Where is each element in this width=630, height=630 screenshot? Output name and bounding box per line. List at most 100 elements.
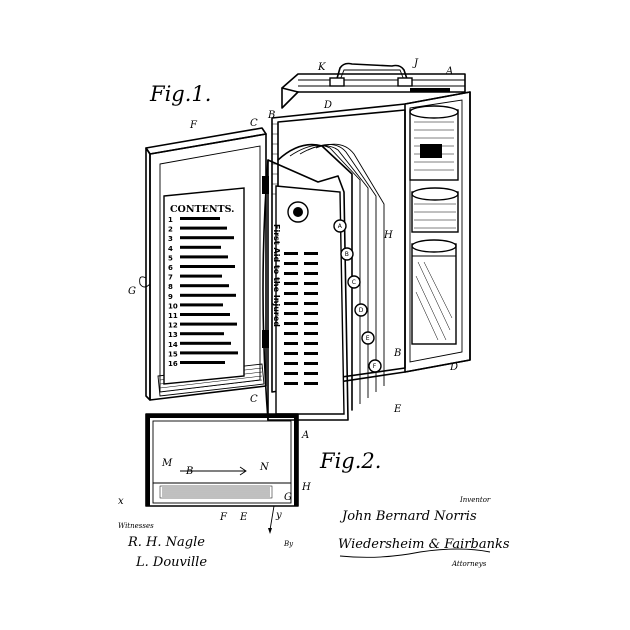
contents-item-number: 9: [168, 293, 173, 301]
book-text-line: [304, 382, 318, 385]
contents-item-number: 7: [168, 274, 173, 282]
book-text-line: [284, 382, 298, 385]
book-text-line: [304, 332, 318, 335]
contents-item-number: 11: [168, 312, 178, 320]
ref-C-top: C: [250, 118, 258, 129]
ref-N: N: [259, 462, 270, 473]
contents-item-text-line: [180, 293, 236, 297]
contents-item-number: 12: [168, 322, 178, 330]
book-text-line: [304, 322, 318, 325]
contents-item-text-line: [180, 255, 228, 259]
book-text-line: [304, 302, 318, 305]
book-text-line: [284, 292, 298, 295]
contents-item-number: 5: [168, 254, 173, 262]
book-tab: [340, 247, 354, 261]
ref-A-fig2: A: [301, 430, 309, 441]
book-text-line: [304, 262, 318, 265]
contents-item-text-line: [180, 236, 234, 240]
contents-item-text-line: [180, 265, 235, 268]
book-text-line: [284, 342, 298, 345]
inventor-label: Inventor: [459, 496, 491, 504]
book-text-line: [284, 362, 298, 365]
attorneys-signature: Wiedersheim & Fairbanks: [338, 537, 510, 552]
contents-item-text-line: [180, 303, 223, 307]
contents-item-number: 4: [168, 245, 173, 253]
book-text-line: [304, 252, 318, 255]
ref-B-spool: B: [393, 348, 401, 359]
ref-G-fig2: G: [284, 492, 292, 503]
book-tab-letter: F: [373, 363, 377, 370]
book-tab-letter: D: [359, 307, 364, 314]
case-body: [271, 62, 471, 393]
witness-1-signature: R. H. Nagle: [127, 535, 205, 550]
book-text-line: [304, 362, 318, 365]
bandage-spools: [409, 105, 459, 345]
book-text-line: [304, 272, 318, 275]
contents-item-text-line: [180, 274, 222, 278]
book-text-line: [284, 332, 298, 335]
ref-C-bottom: C: [250, 394, 258, 405]
contents-item-number: 2: [168, 226, 173, 234]
attorneys-label: Attorneys: [451, 560, 487, 568]
contents-item-text-line: [180, 226, 227, 230]
contents-item-number: 13: [168, 331, 178, 339]
contents-item-text-line: [180, 245, 221, 249]
book-text-line: [284, 252, 298, 255]
book-text-line: [304, 292, 318, 295]
contents-item-text-line: [180, 217, 220, 220]
book-tab: [368, 359, 382, 373]
ref-M: M: [161, 458, 173, 469]
contents-item-text-line: [180, 284, 229, 288]
contents-heading: CONTENTS.: [170, 204, 234, 215]
fig2-label: Fig.2.: [319, 449, 381, 473]
ref-y: y: [275, 510, 282, 521]
book-text-line: [304, 372, 318, 375]
book-tab: [347, 275, 361, 289]
ref-F-door: F: [189, 120, 198, 131]
contents-item-text-line: [180, 313, 230, 316]
contents-item-number: 6: [168, 264, 173, 272]
contents-item-number: 1: [168, 216, 173, 224]
ref-D-top: D: [323, 100, 332, 111]
book-tab-letter: A: [338, 223, 343, 230]
contents-item-number: 15: [168, 350, 178, 358]
contents-item-text-line: [180, 322, 237, 326]
ref-H-spools: H: [383, 230, 393, 241]
book-tab-letter: C: [352, 279, 356, 286]
ref-F-fig2: F: [219, 512, 228, 523]
book-text-line: [304, 282, 318, 285]
reference-letters: A J K D B C F G H B D C E A M B N H G F …: [118, 58, 458, 523]
book-text-line: [284, 312, 298, 315]
book-text-line: [284, 352, 298, 355]
book-tab: [333, 219, 347, 233]
book-tab: [354, 303, 368, 317]
book-title: First Aid to the Injured: [272, 224, 281, 327]
book-text-line: [284, 282, 298, 285]
ref-J: J: [412, 58, 419, 69]
ref-E-fig2: E: [239, 512, 248, 523]
book-text-line: [284, 262, 298, 265]
ref-K: K: [317, 62, 326, 73]
contents-item-number: 3: [168, 235, 173, 243]
contents-item-number: 16: [168, 360, 178, 368]
ref-D-bottom: D: [449, 362, 458, 373]
ref-E-book: E: [393, 404, 402, 415]
contents-item-text-line: [180, 341, 231, 345]
book-text-line: [284, 322, 298, 325]
book-text-line: [304, 352, 318, 355]
fig2-section: [145, 413, 299, 534]
by-label: By: [283, 540, 294, 548]
contents-item-number: 10: [168, 302, 178, 310]
book-text-line: [304, 342, 318, 345]
book-tab-letter: E: [366, 335, 370, 342]
ref-G-hook: G: [128, 286, 136, 297]
book-text-line: [284, 302, 298, 305]
witnesses-label: Witnesses: [118, 522, 154, 530]
contents-item-text-line: [180, 351, 238, 355]
signature-block: Witnesses R. H. Nagle L. Douville By Inv…: [118, 496, 510, 570]
contents-item-number: 14: [168, 341, 178, 349]
book-text-line: [284, 272, 298, 275]
